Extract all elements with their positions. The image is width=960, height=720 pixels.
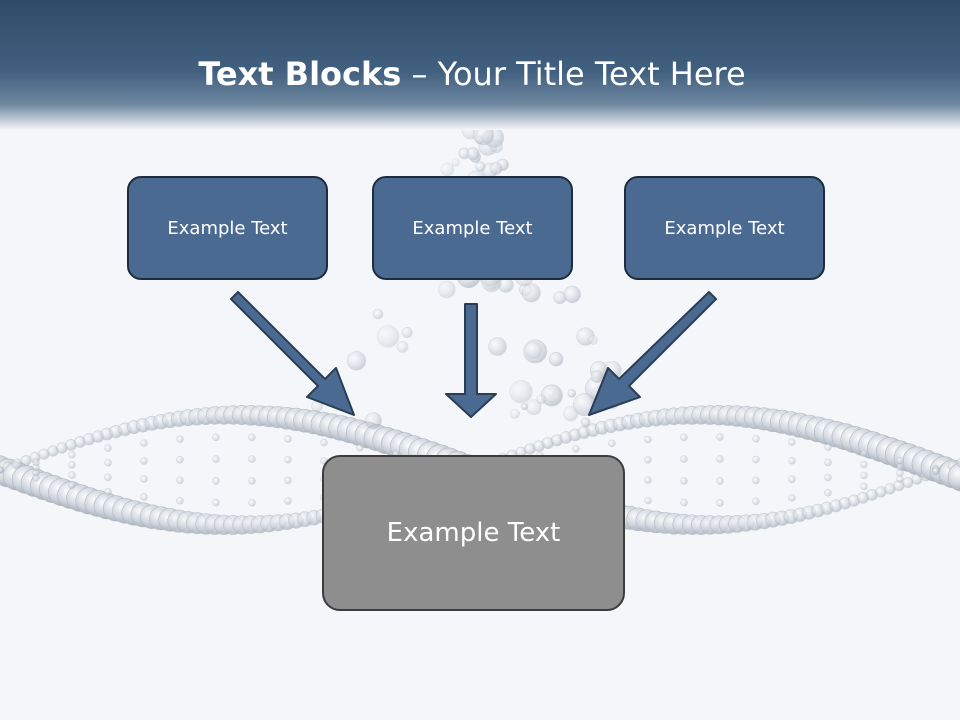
arrow-right-icon — [588, 291, 717, 416]
title-bar — [0, 0, 960, 130]
arrow-center-icon — [445, 303, 497, 418]
title-bold: Text Blocks — [198, 55, 402, 93]
arrow-left-icon — [230, 291, 355, 416]
text-block-center[interactable]: Example Text — [372, 176, 573, 280]
text-block-left[interactable]: Example Text — [127, 176, 328, 280]
text-block-right-label: Example Text — [664, 217, 785, 239]
text-block-bottom[interactable]: Example Text — [322, 455, 625, 611]
title-rest: Your Title Text Here — [437, 55, 746, 93]
text-block-bottom-label: Example Text — [386, 518, 561, 548]
text-block-center-label: Example Text — [412, 217, 533, 239]
slide-title: Text Blocks – Your Title Text Here — [0, 52, 944, 96]
text-block-left-label: Example Text — [167, 217, 288, 239]
title-dash: – — [401, 55, 438, 93]
text-block-right[interactable]: Example Text — [624, 176, 825, 280]
